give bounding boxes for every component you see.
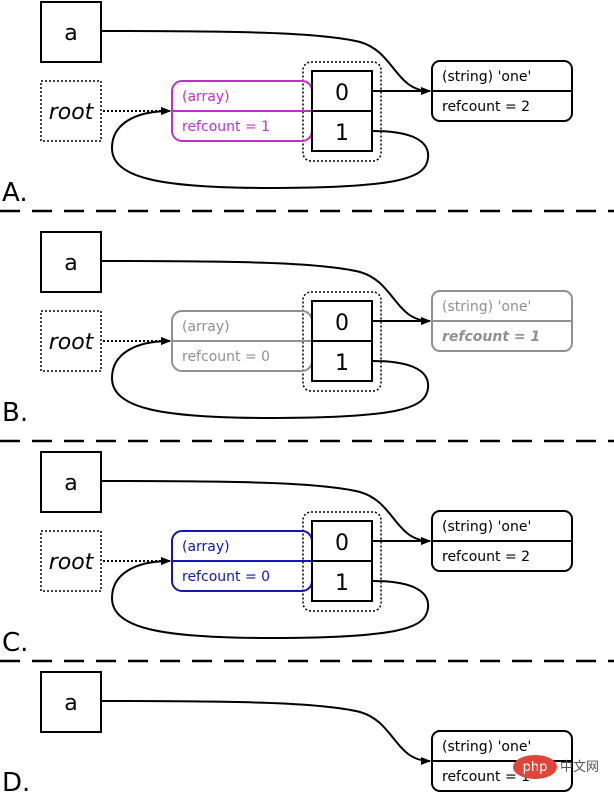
string-type-label: (string) 'one' [442, 299, 531, 315]
array-index-1: 1 [335, 121, 349, 146]
section-label: A. [2, 178, 28, 208]
root-label: root [49, 100, 95, 125]
watermark: php 中文网 [513, 755, 599, 779]
watermark-badge [513, 755, 557, 779]
a-to-string-arrow [100, 480, 431, 545]
section-label: C. [2, 628, 28, 658]
root-box [40, 310, 102, 372]
array-index-1: 1 [335, 351, 349, 376]
string-type-label: (string) 'one' [442, 739, 531, 755]
variable-a-label: a [64, 691, 77, 716]
array-type-label: (array) [182, 539, 230, 555]
array-refcount-label: refcount = 0 [182, 349, 270, 365]
string-refcount-label: refcount = 1 [442, 769, 530, 785]
index1-loop-arrow [110, 337, 430, 420]
root-box [40, 80, 102, 142]
string-refcount-label: refcount = 2 [442, 549, 530, 565]
section-c: a root (array) refcount = 0 0 1 (string)… [2, 451, 573, 658]
string-type-label: (string) 'one' [442, 69, 531, 85]
root-label: root [49, 550, 95, 575]
section-label: D. [2, 768, 30, 796]
index1-loop-arrow [110, 557, 430, 640]
string-refcount-label: refcount = 1 [442, 329, 540, 345]
array-type-label: (array) [182, 89, 230, 105]
section-d: a (string) 'one' refcount = 1 D. [2, 671, 573, 796]
section-a: a root (array) refcount = 1 0 1 (string)… [2, 1, 573, 208]
array-index-0: 0 [335, 531, 349, 556]
string-refcount-label: refcount = 2 [442, 99, 530, 115]
array-refcount-label: refcount = 1 [182, 119, 270, 135]
watermark-badge-text: php [523, 760, 548, 775]
array-type-label: (array) [182, 319, 230, 335]
section-label: B. [2, 398, 28, 428]
variable-a-label: a [64, 21, 77, 46]
watermark-site-text: 中文网 [560, 760, 599, 775]
string-type-label: (string) 'one' [442, 519, 531, 535]
a-to-string-arrow [100, 260, 431, 325]
root-box [40, 530, 102, 592]
root-label: root [49, 330, 95, 355]
a-to-string-arrow [100, 700, 431, 765]
variable-a-label: a [64, 251, 77, 276]
array-index-0: 0 [335, 311, 349, 336]
section-b: a root (array) refcount = 0 0 1 (string)… [2, 231, 573, 428]
index1-loop-arrow [110, 107, 430, 190]
a-to-string-arrow [100, 30, 431, 95]
array-index-1: 1 [335, 571, 349, 596]
array-refcount-label: refcount = 0 [182, 569, 270, 585]
array-index-0: 0 [335, 81, 349, 106]
variable-a-label: a [64, 471, 77, 496]
